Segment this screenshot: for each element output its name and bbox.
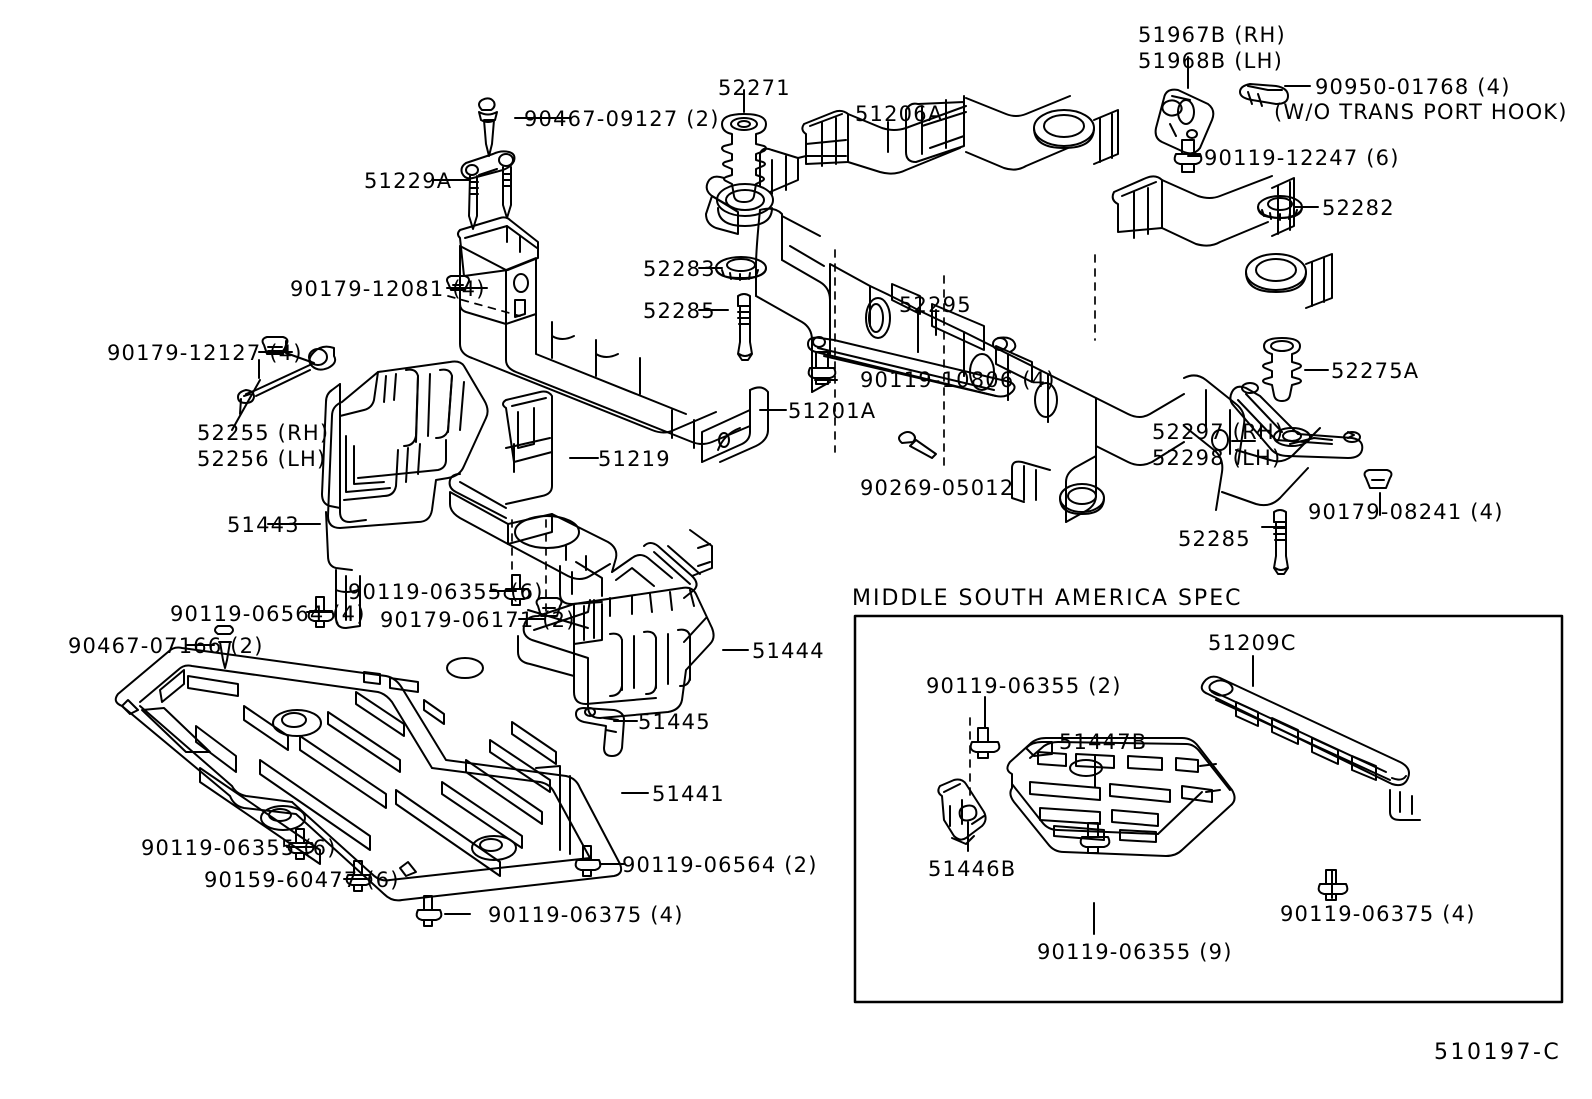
part-51445-bracket — [575, 707, 625, 757]
label-51206A: 51206A — [855, 102, 944, 126]
part-52255-52256-stay — [237, 340, 337, 415]
spec-box-title: MIDDLE SOUTH AMERICA SPEC — [852, 586, 1243, 611]
spec-bolt-90119-06355-9 — [1079, 822, 1111, 854]
label-51441: 51441 — [652, 782, 725, 806]
label-90119-06375-a: 90119-06375 (4) — [488, 903, 684, 927]
part-52297-52298-stay — [1229, 382, 1364, 459]
label-90119-06355-b: 90119-06355 (6) — [141, 836, 337, 860]
part-52283-collar — [715, 256, 767, 281]
label-51967B-51968B: 51967B (RH) 51968B (LH) — [1138, 22, 1286, 75]
label-spec-51446B: 51446B — [928, 857, 1017, 881]
label-51444: 51444 — [752, 639, 825, 663]
dashed-alignment-lines — [447, 249, 1096, 801]
label-51201A: 51201A — [788, 399, 877, 423]
spec-bolt-90119-06375-4 — [1317, 869, 1349, 901]
part-52285-bolt-left — [737, 293, 753, 361]
part-90119-10806-bolt — [807, 351, 837, 385]
part-51443-shield — [321, 360, 489, 629]
label-spec-90119-06375-4: 90119-06375 (4) — [1280, 902, 1476, 926]
part-90119-12247-bolt — [1173, 139, 1203, 173]
part-90950-01768-cap — [1239, 83, 1289, 107]
bolt-90119-06375-a — [415, 895, 443, 927]
label-52297-rh: 52297 (RH) — [1152, 420, 1285, 444]
part-90269-05012-pin — [898, 431, 937, 459]
label-90269-05012: 90269-05012 — [860, 476, 1015, 500]
spec-box-frame — [853, 614, 1564, 1004]
label-51445: 51445 — [638, 710, 711, 734]
label-52295: 52295 — [899, 293, 972, 317]
label-spec-51447B: 51447B — [1059, 730, 1148, 754]
label-52271: 52271 — [718, 76, 791, 100]
label-90179-08241: 90179-08241 (4) — [1308, 500, 1504, 524]
label-90119-06564-2: 90119-06564 (2) — [622, 853, 818, 877]
part-52275A-cushion — [1262, 337, 1302, 402]
spec-part-51446B-bracket — [937, 778, 987, 845]
label-90119-06355-a: 90119-06355 (6) — [348, 580, 544, 604]
spec-part-51447B-cover — [1006, 737, 1236, 857]
label-52298-lh: 52298 (LH) — [1152, 446, 1282, 471]
part-52271-cushion — [721, 113, 767, 203]
part-52295-brace — [807, 336, 1017, 398]
part-51967B-51968B-bracket — [1154, 88, 1215, 155]
part-90119-06564-bolt-a — [307, 596, 335, 628]
label-51967B-rh: 51967B (RH) — [1138, 23, 1286, 47]
part-90179-06171-nut — [535, 597, 563, 617]
label-51229A: 51229A — [364, 169, 453, 193]
label-52275A: 52275A — [1331, 359, 1420, 383]
label-52255-rh: 52255 (RH) — [197, 421, 330, 445]
part-51201A-crossmember — [457, 216, 769, 463]
label-spec-51209C: 51209C — [1208, 631, 1297, 655]
leader-lines — [186, 56, 1381, 935]
label-90179-06171: 90179-06171 (2) — [380, 608, 576, 632]
part-51441-undercover — [114, 646, 623, 902]
label-51443: 51443 — [227, 513, 300, 537]
part-90467-07166-clip — [214, 625, 234, 669]
label-90119-06564-4: 90119-06564 (4) — [170, 602, 366, 626]
part-90179-08241-nut — [1363, 469, 1393, 489]
label-52283: 52283 — [643, 257, 716, 281]
part-52285-bolt-right — [1273, 509, 1289, 575]
part-51229A-bracket — [460, 150, 516, 230]
label-spec-90119-06355-2: 90119-06355 (2) — [926, 674, 1122, 698]
label-52282: 52282 — [1322, 196, 1395, 220]
label-90119-10806: 90119-10806 (4) — [860, 368, 1056, 392]
part-51444-shield — [517, 586, 715, 719]
label-90179-12127: 90179-12127 (4) — [107, 341, 303, 365]
label-90179-12081: 90179-12081 (4) — [290, 277, 486, 301]
label-51219: 51219 — [598, 447, 671, 471]
label-wo-transport-hook: (W/O TRANS PORT HOOK) — [1274, 100, 1568, 124]
label-90950-01768: 90950-01768 (4) — [1315, 75, 1511, 99]
label-52285-right: 52285 — [1178, 527, 1251, 551]
bolt-90119-06355-b — [287, 828, 315, 860]
label-spec-90119-06355-9: 90119-06355 (9) — [1037, 940, 1233, 964]
label-51968B-lh: 51968B (LH) — [1138, 49, 1283, 74]
part-51206A-crossmember — [705, 95, 1333, 523]
label-52285-left: 52285 — [643, 299, 716, 323]
spec-part-51209C-member — [1200, 675, 1421, 821]
label-52297-52298: 52297 (RH) 52298 (LH) — [1152, 419, 1284, 472]
bolt-90159-60477 — [345, 860, 373, 892]
label-90119-12247: 90119-12247 (6) — [1204, 146, 1400, 170]
part-51219-support — [448, 390, 713, 605]
label-90159-60477: 90159-60477 (6) — [204, 868, 400, 892]
label-90467-09127: 90467-09127 (2) — [524, 107, 720, 131]
label-90467-07166: 90467-07166 (2) — [68, 634, 264, 658]
bolt-90119-06564-b — [574, 845, 602, 877]
part-90119-06355-bolt-a — [503, 574, 531, 606]
spec-bolt-90119-06355-2 — [969, 727, 1001, 759]
part-52282-grommet — [1257, 195, 1303, 221]
label-52256-lh: 52256 (LH) — [197, 447, 327, 472]
label-52255-52256: 52255 (RH) 52256 (LH) — [197, 420, 329, 473]
footer-diagram-code: 510197-C — [1434, 1040, 1562, 1065]
part-90467-09127-clip — [478, 97, 498, 157]
